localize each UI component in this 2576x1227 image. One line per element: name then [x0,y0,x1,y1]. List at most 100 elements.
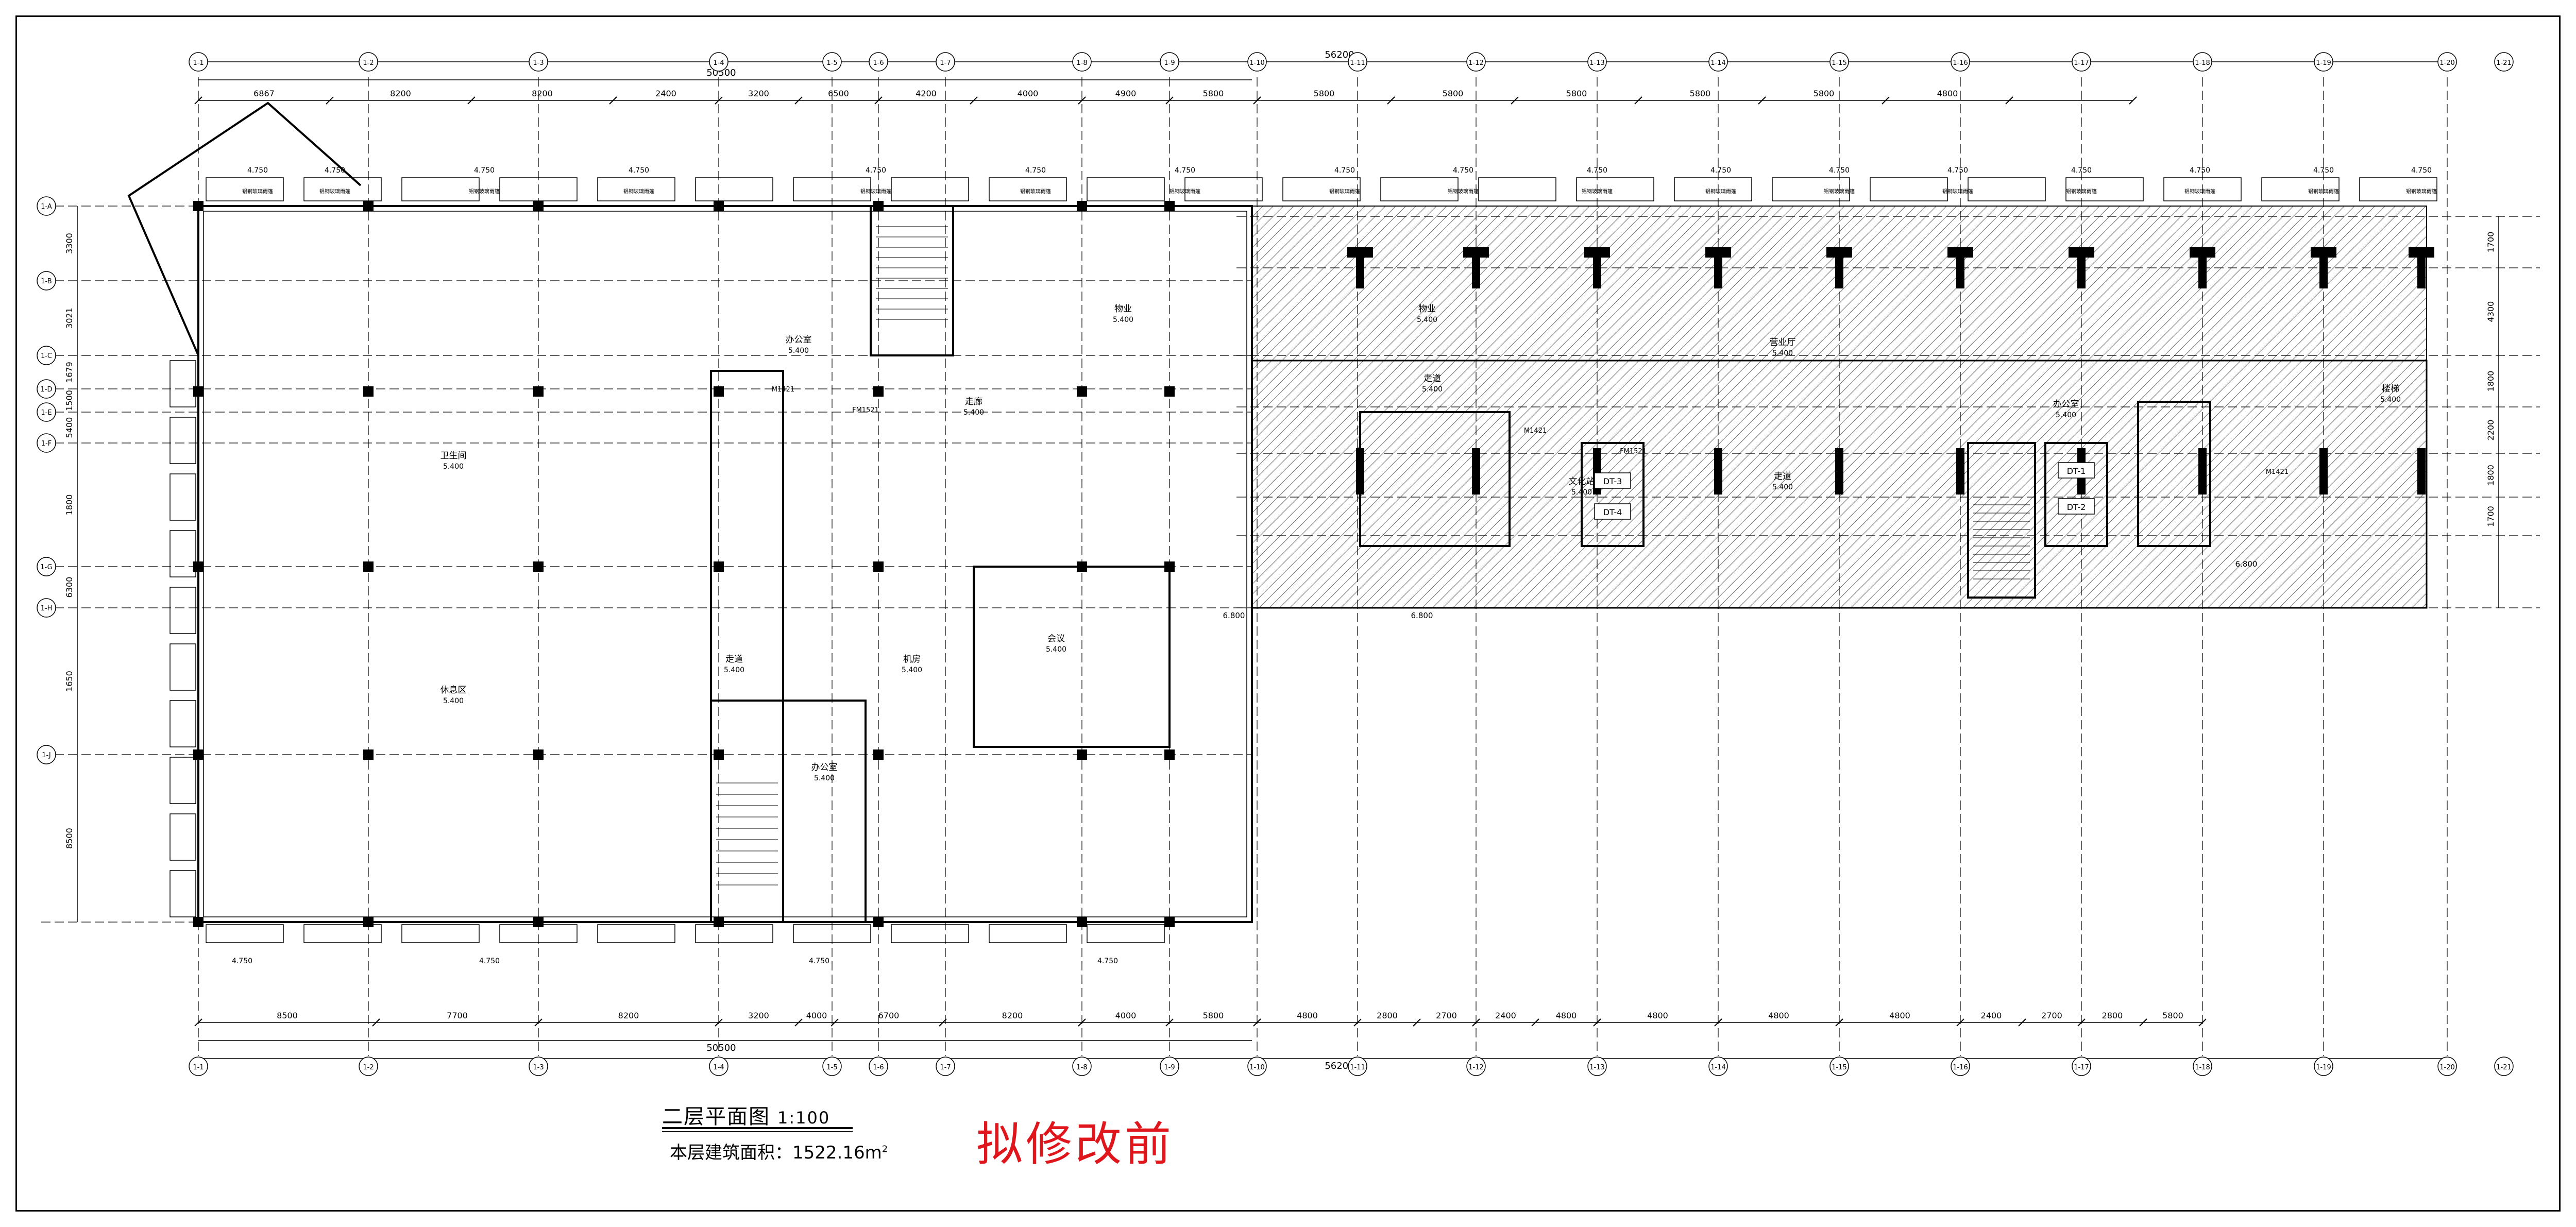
axis-label-bottom: 1-13 [1589,1064,1605,1071]
room-elevation: 5.400 [1422,385,1443,394]
room-elevation: 5.400 [2380,396,2401,404]
canopy-box [2065,177,2144,201]
structural-column [1077,917,1087,927]
canopy-elevation-note: 4.750 [1025,166,1046,175]
dim-bottom-bays-tick [939,1018,947,1027]
axis-bubble-bottom [869,1056,888,1076]
structural-column [363,201,374,211]
canopy-elevation-note: 4.750 [1175,166,1195,175]
structural-column [1077,749,1087,760]
dim-bottom-bays-tick [2139,1018,2147,1027]
dim-top-bays-text: 5800 [1443,89,1464,98]
elevator-tag: DT-1 [2067,466,2086,476]
dim-top-bays-text: 8200 [532,89,553,98]
canopy-elevation-note-bottom: 4.750 [809,957,829,965]
canopy-note: 铝钢玻璃雨篷 [860,188,891,195]
dim-left-text: 5400 [64,417,74,438]
window-box-left [170,870,196,917]
structural-column [1077,561,1087,572]
structural-column [193,386,204,397]
canopy-elevation-note: 4.750 [474,166,495,175]
dim-bottom-bays-tick [1078,1018,1086,1027]
axis-label-bottom: 1-14 [1710,1064,1726,1071]
room-name: 走道 [725,654,743,664]
wall-column [2319,448,2328,495]
dim-bottom-bays-text: 2400 [1495,1011,1516,1020]
dim-bottom-bays-text: 8200 [1002,1011,1023,1020]
floor-area-value: 1522.16m [792,1143,882,1163]
dim-top-bays-tick [326,96,334,105]
dim-top-bays-tick [715,96,723,105]
elevator-shaft-2 [2044,442,2108,547]
axis-bubble-left [37,433,56,453]
dim-bottom-bays-tick [2018,1018,2026,1027]
axis-bubble-top [2314,52,2333,72]
window-box-left [170,360,196,407]
axis-label-bottom: 1-5 [826,1064,837,1071]
window-box-left [170,813,196,861]
room-name: 物业 [1418,304,1436,314]
axis-label-top: 1-2 [363,59,374,67]
axis-bubble-top [1466,52,1486,72]
t-shaped-column [1584,247,1610,288]
dim-bottom-bays-tick [2077,1018,2086,1027]
axis-label-bottom: 1-7 [940,1064,951,1071]
axis-label-top: 1-19 [2316,59,2331,67]
elevator-tag-box [1594,472,1631,489]
axis-bubble-top [1587,52,1607,72]
axis-label-top: 1-1 [193,59,204,67]
axis-label-bottom: 1-10 [1249,1064,1265,1071]
axis-bubble-bottom [1708,1056,1728,1076]
axis-bubble-left [37,598,56,618]
canopy-elevation-note: 4.750 [1710,166,1731,175]
axis-bubble-left [37,557,56,576]
dim-bottom-bays-text: 4800 [1768,1011,1789,1020]
room-elevation: 5.400 [443,697,464,705]
room-elevation: 5.400 [1571,488,1592,497]
axis-label-bottom: 1-4 [713,1064,724,1071]
axis-label-top: 1-18 [2195,59,2210,67]
t-shaped-column [1826,247,1852,288]
dim-left-text: 3021 [64,308,74,329]
t-shaped-column [1463,247,1489,288]
column-group [193,201,2434,927]
axis-bubble-left [37,379,56,399]
wall-column [2198,448,2207,495]
canopy-elevation-note: 4.750 [2411,166,2432,175]
axis-bubble-top [2072,52,2091,72]
stair-core-top [870,205,954,356]
canopy-elevation-note: 4.750 [2313,166,2334,175]
room-elevation: 5.400 [1772,483,1793,491]
canopy-box [597,924,675,943]
axis-label-top: 1-10 [1249,59,1265,67]
axis-bubble-bottom [1829,1056,1849,1076]
drawing-scale: 1:100 [777,1108,831,1128]
dim-bottom-bays-text: 2800 [1377,1011,1398,1020]
axis-bubble-top [1072,52,1092,72]
dim-top-bays-tick [1758,96,1766,105]
window-box-left [170,643,196,691]
dim-top-bays-tick [1634,96,1642,105]
canopy-box [1478,177,1556,201]
side-elevation-note: 6.800 [1411,611,1433,620]
canopy-elevation-note: 4.750 [2071,166,2092,175]
canopy-box [989,177,1067,201]
canopy-box [1087,924,1165,943]
structural-column [1164,386,1175,397]
axis-bubble-top [359,52,378,72]
axis-label-bottom: 1-3 [533,1064,544,1071]
canopy-elevation-note: 4.750 [325,166,345,175]
dim-bottom-bays-tick [831,1018,839,1027]
structural-column [193,561,204,572]
elevator-tag-box [2058,498,2095,515]
dim-top-bays-tick [467,96,476,105]
axis-label-bottom: 1-17 [2074,1064,2089,1071]
canopy-note: 铝钢玻璃雨篷 [319,188,350,195]
axis-bubble-left [37,745,56,764]
axis-bubble-bottom [709,1056,728,1076]
door-tag: FM1521 [852,406,879,414]
canopy-box [695,924,773,943]
wall-column [2417,448,2426,495]
axis-bubble-top [1951,52,1970,72]
